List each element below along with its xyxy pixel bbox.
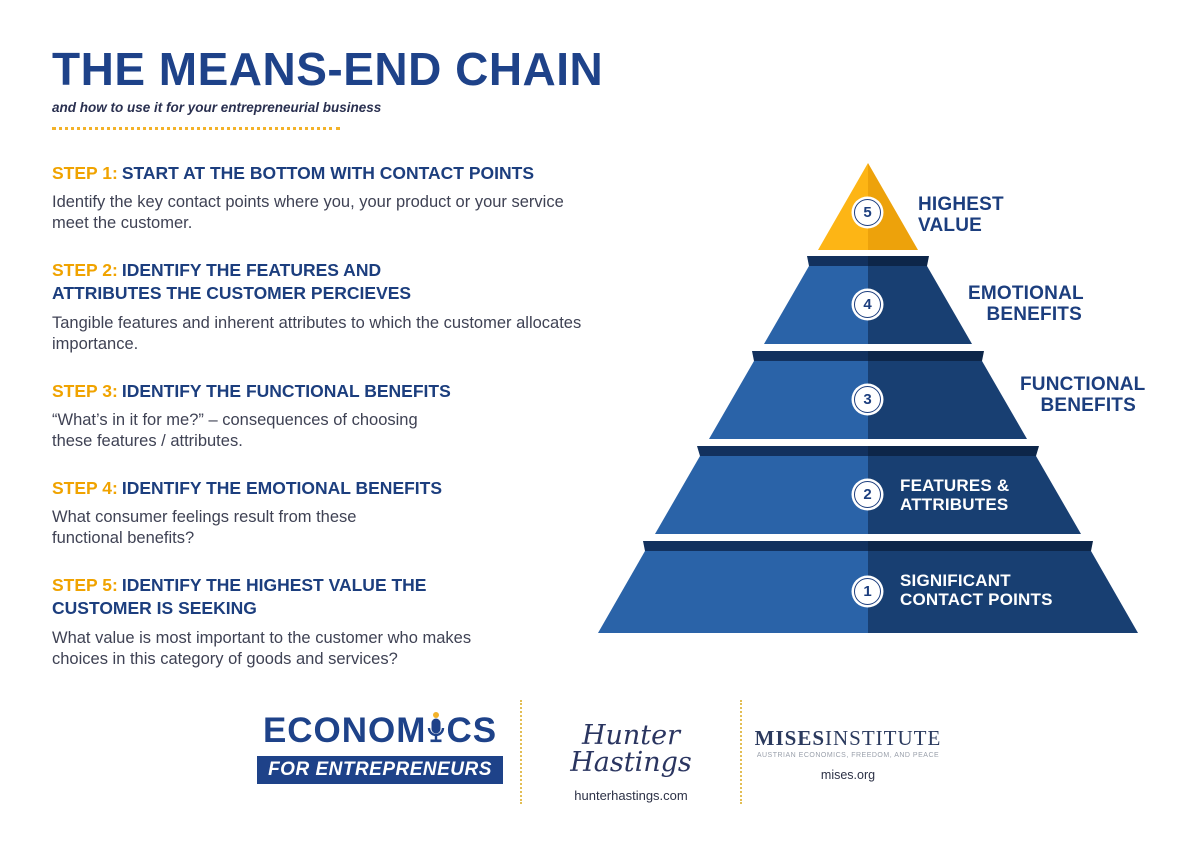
mises-tagline: AUSTRIAN ECONOMICS, FREEDOM, AND PEACE	[756, 752, 940, 759]
step-2-heading: STEP 2:IDENTIFY THE FEATURES AND ATTRIBU…	[52, 259, 482, 305]
microphone-icon	[427, 712, 445, 752]
step-4-body: What consumer feelings result from these…	[52, 508, 357, 548]
step-4-heading: STEP 4:IDENTIFY THE EMOTIONAL BENEFITS	[52, 477, 604, 500]
step-1-label: STEP 1:	[52, 163, 118, 183]
pyramid-level-4-label: EMOTIONAL BENEFITS	[968, 283, 1084, 326]
pyramid-level-1-number: 1	[854, 578, 881, 605]
step-1-body: Identify the key contact points where yo…	[52, 193, 564, 233]
step-2-heading-text: IDENTIFY THE FEATURES AND ATTRIBUTES THE…	[52, 260, 412, 304]
page-subtitle: and how to use it for your entrepreneuri…	[52, 100, 382, 115]
for-entrepreneurs-badge: FOR ENTREPRENEURS	[257, 756, 503, 784]
pyramid-level-1-label: SIGNIFICANT CONTACT POINTS	[900, 571, 1053, 610]
step-3-heading-text: IDENTIFY THE FUNCTIONAL BENEFITS	[121, 380, 451, 401]
mises-institute-logo: MISESINSTITUTE	[748, 728, 948, 749]
pyramid-shape-graphic	[598, 163, 1138, 633]
footer-institute: MISESINSTITUTE AUSTRIAN ECONOMICS, FREED…	[748, 728, 948, 783]
economics-logo-left: ECONOM	[262, 711, 427, 750]
pyramid-level-2-number: 2	[854, 481, 881, 508]
footer-author: Hunter Hastings hunterhastings.com	[528, 722, 734, 803]
header: THE MEANS-END CHAIN and how to use it fo…	[52, 46, 603, 130]
steps-list: STEP 1:START AT THE BOTTOM WITH CONTACT …	[52, 162, 604, 695]
pyramid-level-5-label: HIGHEST VALUE	[918, 194, 1004, 237]
step-3-heading: STEP 3:IDENTIFY THE FUNCTIONAL BENEFITS	[52, 380, 604, 403]
pyramid-level-5-number: 5	[854, 199, 881, 226]
author-website: hunterhastings.com	[574, 788, 688, 803]
pyramid-diagram: 5 4 3 2 1 HIGHEST VALUE EMOTIONAL BENEFI…	[588, 158, 1150, 640]
economics-logo-right: CS	[446, 711, 498, 750]
footer-divider-left	[520, 700, 522, 804]
step-1: STEP 1:START AT THE BOTTOM WITH CONTACT …	[52, 162, 604, 234]
mises-logo-part2: INSTITUTE	[825, 726, 942, 750]
step-1-heading-text: START AT THE BOTTOM WITH CONTACT POINTS	[121, 163, 535, 183]
step-3-body: “What’s in it for me?” – consequences of…	[52, 410, 418, 450]
step-4: STEP 4:IDENTIFY THE EMOTIONAL BENEFITS W…	[52, 477, 604, 549]
footer-divider-right	[740, 700, 742, 804]
step-2: STEP 2:IDENTIFY THE FEATURES AND ATTRIBU…	[52, 259, 604, 354]
step-4-heading-text: IDENTIFY THE EMOTIONAL BENEFITS	[121, 478, 443, 499]
step-3: STEP 3:IDENTIFY THE FUNCTIONAL BENEFITS …	[52, 380, 604, 452]
step-5-heading: STEP 5:IDENTIFY THE HIGHEST VALUE THE CU…	[52, 574, 452, 620]
step-1-heading: STEP 1:START AT THE BOTTOM WITH CONTACT …	[52, 162, 604, 185]
pyramid-level-3-number: 3	[854, 386, 881, 413]
pyramid-level-3-label: FUNCTIONAL BENEFITS	[1020, 374, 1146, 417]
author-signature: Hunter Hastings	[570, 720, 692, 778]
step-5-body: What value is most important to the cust…	[52, 628, 472, 668]
pyramid-level-2-label: FEATURES & ATTRIBUTES	[900, 476, 1010, 515]
pyramid-level-4-number: 4	[854, 291, 881, 318]
economics-logo: ECONOM CS	[250, 712, 510, 752]
step-2-body: Tangible features and inherent attribute…	[52, 313, 582, 353]
step-5: STEP 5:IDENTIFY THE HIGHEST VALUE THE CU…	[52, 574, 604, 669]
step-5-heading-text: IDENTIFY THE HIGHEST VALUE THE CUSTOMER …	[52, 575, 427, 619]
page-title: THE MEANS-END CHAIN	[52, 43, 604, 95]
step-4-label: STEP 4:	[52, 478, 118, 499]
footer-brand-economics: ECONOM CS FOR ENTREPRENEURS	[250, 712, 510, 784]
step-3-label: STEP 3:	[52, 380, 118, 401]
dotted-divider	[52, 127, 340, 130]
step-2-label: STEP 2:	[52, 260, 118, 281]
mises-website: mises.org	[820, 768, 876, 782]
step-5-label: STEP 5:	[52, 575, 118, 596]
mises-logo-part1: MISES	[754, 726, 826, 750]
